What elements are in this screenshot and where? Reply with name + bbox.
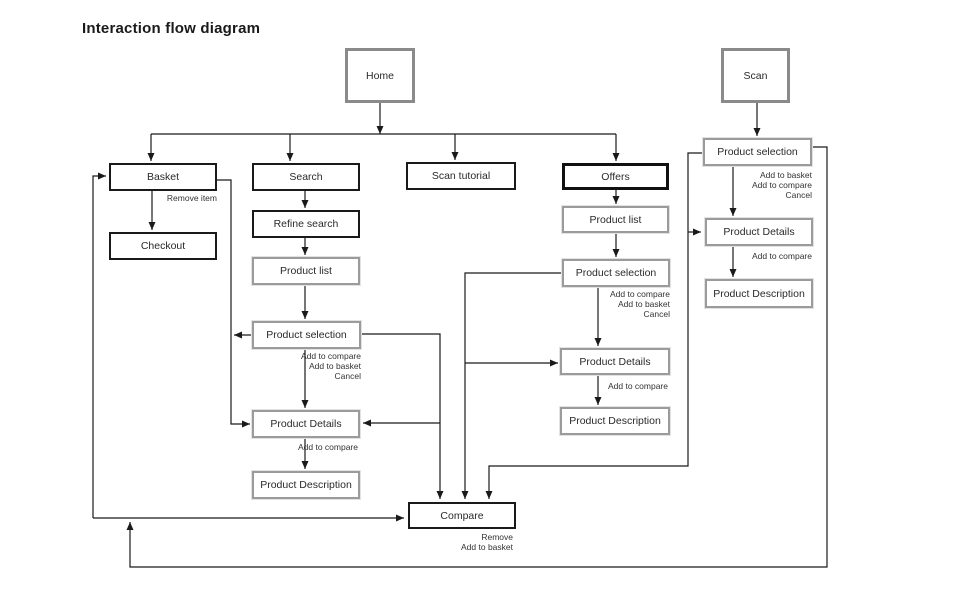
- label-search-details-actions: Add to compare: [297, 442, 358, 452]
- edge-selection-scan-to-compare: [485, 152, 703, 499]
- node-offers: Offers: [562, 163, 669, 190]
- node-product-selection-search: Product selection: [252, 321, 361, 349]
- label-offers-details-actions: Add to compare: [607, 381, 668, 391]
- edge-selection-search-to-compare: [360, 333, 444, 499]
- node-scan: Scan: [721, 48, 790, 103]
- node-compare: Compare: [408, 502, 516, 529]
- node-product-description-scan: Product Description: [705, 279, 813, 308]
- edge-selection-offers-to-compare: [461, 272, 562, 499]
- node-home: Home: [345, 48, 415, 103]
- node-product-description-offers: Product Description: [560, 407, 670, 435]
- node-checkout: Checkout: [109, 232, 217, 260]
- node-product-list-offers: Product list: [562, 206, 669, 233]
- node-basket: Basket: [109, 163, 217, 191]
- node-product-selection-scan: Product selection: [703, 138, 812, 166]
- page-title: Interaction flow diagram: [82, 20, 261, 37]
- node-product-details-offers: Product Details: [560, 348, 670, 375]
- edge-scan-selection-feedback: [126, 146, 828, 568]
- node-refine-search: Refine search: [252, 210, 360, 238]
- node-product-details-scan: Product Details: [705, 218, 813, 246]
- node-product-details-search: Product Details: [252, 410, 360, 438]
- node-product-description-search: Product Description: [252, 471, 360, 499]
- label-scan-details-actions: Add to compare: [751, 251, 812, 261]
- edge-compare-bus-to-basket: [92, 172, 106, 518]
- label-basket-remove-item: Remove item: [166, 193, 217, 203]
- node-search: Search: [252, 163, 360, 191]
- node-product-list-search: Product list: [252, 257, 360, 285]
- node-scan-tutorial: Scan tutorial: [406, 162, 516, 190]
- edge-basket-to-details-search: [217, 179, 250, 428]
- node-product-selection-offers: Product selection: [562, 259, 670, 287]
